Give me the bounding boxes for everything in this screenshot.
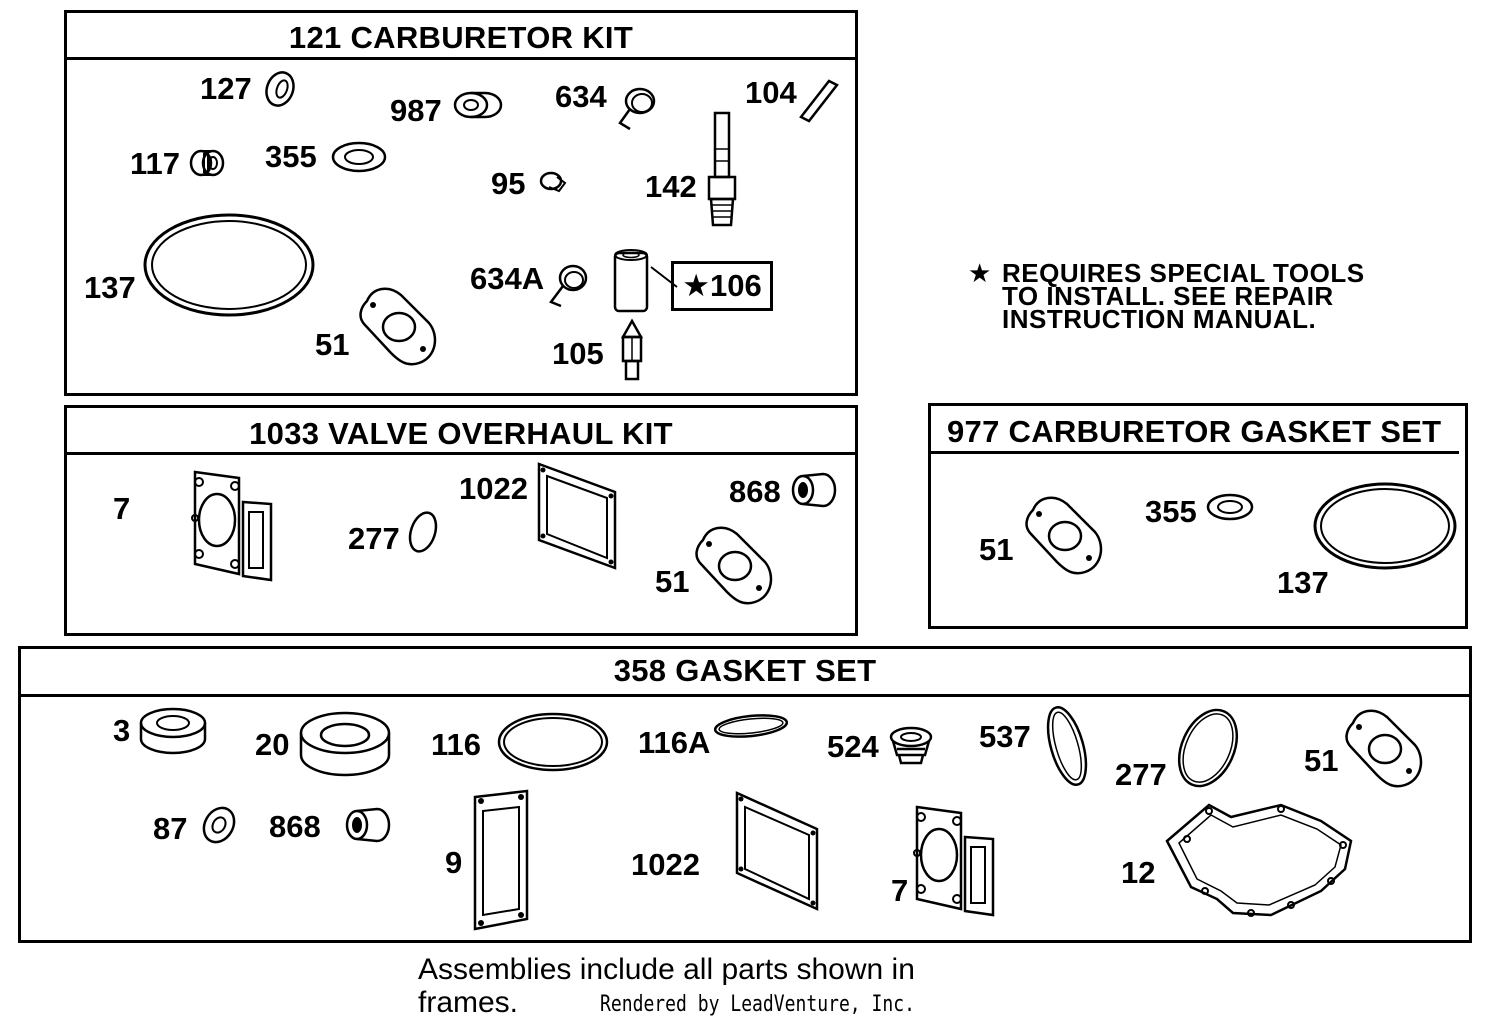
part-label-1022: 1022: [631, 847, 700, 882]
valve-overhaul-kit-frame: 1033 VALVE OVERHAUL KIT 7 277 1022 868 5…: [64, 405, 858, 636]
part-label-104: 104: [745, 75, 797, 110]
part-label-51: 51: [315, 327, 350, 362]
part-label-524: 524: [827, 729, 879, 764]
special-tool-star-icon: ★: [682, 268, 711, 303]
part-524-seal: [889, 726, 933, 765]
part-95-screw: [539, 171, 567, 193]
part-label-277: 277: [1115, 757, 1167, 792]
part-label-137: 137: [1277, 565, 1329, 600]
part-9-gasket: [473, 789, 529, 931]
render-credit: Rendered by LeadVenture, Inc.: [600, 992, 915, 1017]
part-142-needle: [707, 111, 737, 227]
part-label-12: 12: [1121, 855, 1156, 890]
part-label-116a: 116A: [638, 725, 711, 760]
part-label-355: 355: [265, 139, 317, 174]
part-label-117: 117: [130, 146, 181, 181]
valve-overhaul-kit-title: 1033 VALVE OVERHAUL KIT: [67, 408, 855, 455]
part-106-callout: ★106: [671, 261, 773, 311]
gasket-set-frame: 358 GASKET SET 3 20 116 116A 524 537 277…: [18, 646, 1472, 943]
part-51-gasket: [359, 287, 437, 366]
part-87-washer: [202, 806, 236, 844]
part-3-seal: [139, 707, 207, 755]
part-987-spacer: [453, 91, 503, 119]
part-127-washer: [265, 71, 295, 107]
part-label-868: 868: [269, 809, 321, 844]
note-line-1: REQUIRES SPECIAL TOOLS: [1002, 258, 1365, 288]
carburetor-kit-title: 121 CARBURETOR KIT: [67, 13, 855, 60]
note-line-3: INSTRUCTION MANUAL.: [1002, 304, 1317, 334]
part-label-105: 105: [552, 336, 604, 371]
gasket-set-title: 358 GASKET SET: [21, 649, 1469, 697]
part-label-1022: 1022: [459, 471, 528, 506]
part-label-116: 116: [431, 727, 482, 762]
part-label-142: 142: [645, 169, 697, 204]
part-537-oring: [1046, 706, 1088, 786]
part-104-pin: [799, 79, 839, 123]
part-277-oring: [408, 511, 438, 553]
carburetor-gasket-set-title: 977 CARBURETOR GASKET SET: [931, 406, 1459, 454]
part-label-7: 7: [113, 491, 131, 526]
note-line-2: TO INSTALL. SEE REPAIR: [1002, 281, 1334, 311]
part-12-crankcase-gasket: [1165, 803, 1353, 917]
part-868-seal: [345, 807, 391, 843]
footnote-line-2: frames.: [418, 986, 519, 1019]
part-117-seal: [189, 149, 225, 177]
part-20-seal: [299, 711, 391, 777]
part-label-51: 51: [655, 564, 690, 599]
part-label-20: 20: [255, 727, 290, 762]
part-137-oring: [143, 213, 315, 317]
carburetor-kit-frame: 121 CARBURETOR KIT 127 987 634 104 117 3…: [64, 10, 858, 396]
part-label-634: 634: [555, 79, 607, 114]
part-51-gasket: [695, 526, 773, 605]
assemblies-footnote: Assemblies include all parts shown in fr…: [418, 953, 915, 1019]
part-7-head-gasket: [191, 470, 273, 582]
part-label-537: 537: [979, 719, 1031, 754]
part-label-277: 277: [348, 521, 400, 556]
part-label-87: 87: [153, 811, 188, 846]
part-51-gasket: [1345, 709, 1423, 788]
part-label-987: 987: [390, 93, 442, 128]
part-51-gasket: [1025, 496, 1103, 575]
part-label-95: 95: [491, 166, 526, 201]
part-label-127: 127: [200, 71, 252, 106]
part-1022-cover-gasket: [537, 462, 617, 570]
part-116-oring: [497, 712, 609, 772]
part-868-seal: [791, 472, 837, 508]
part-label-106: 106: [710, 268, 762, 303]
part-label-355: 355: [1145, 494, 1197, 529]
part-label-137: 137: [84, 270, 136, 305]
footnote-line-1: Assemblies include all parts shown in: [418, 953, 915, 986]
part-116a-oring: [713, 714, 789, 738]
part-277-oring: [1177, 708, 1239, 788]
part-634a-spring: [549, 264, 588, 308]
note-star-icon: ★: [968, 258, 992, 288]
part-355-washer: [1206, 493, 1254, 521]
part-label-868: 868: [729, 474, 781, 509]
part-label-51: 51: [1304, 743, 1339, 778]
part-label-9: 9: [445, 845, 463, 880]
part-355-washer: [331, 141, 387, 173]
part-label-3: 3: [113, 713, 131, 748]
part-634-spring: [618, 87, 656, 131]
part-137-oring: [1313, 482, 1457, 570]
part-105-needle-valve: [620, 318, 644, 381]
part-label-634a: 634A: [470, 261, 545, 296]
part-label-51: 51: [979, 532, 1014, 567]
special-tools-note: ★ REQUIRES SPECIAL TOOLS TO INSTALL. SEE…: [968, 258, 1365, 334]
part-label-7: 7: [891, 873, 909, 908]
carburetor-gasket-set-frame: 977 CARBURETOR GASKET SET 51 355 137: [928, 403, 1468, 629]
part-7-head-gasket: [913, 805, 995, 917]
part-1022-cover-gasket: [735, 791, 819, 911]
